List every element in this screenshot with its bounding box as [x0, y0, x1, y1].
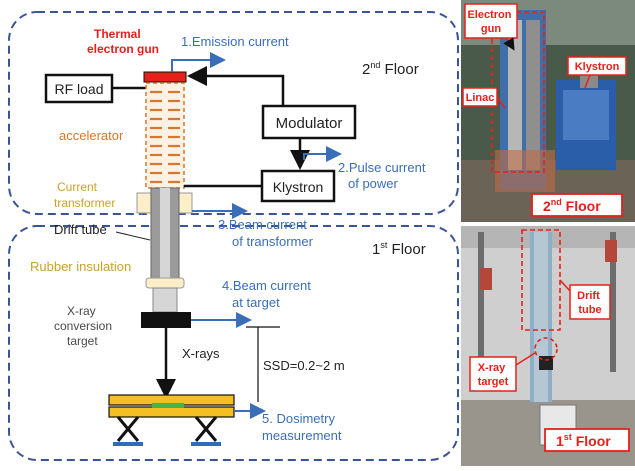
photo-top-linac-callout: Linac	[462, 87, 506, 109]
beam-transformer-label: 3.Beam current of transformer	[218, 217, 314, 249]
drift-tube-label: Drift tube	[54, 222, 107, 237]
photo-bottom-drift-tube-callout: Drift tube	[559, 279, 611, 320]
klystron-label: Klystron	[273, 179, 324, 195]
svg-text:X-ray target: X-ray target	[478, 362, 509, 388]
svg-text:Electron gun: Electron gun	[467, 9, 514, 35]
pulse-current-label: 2.Pulse current of power	[338, 160, 429, 191]
second-floor-label: 2nd Floor	[362, 60, 419, 78]
modulator-label: Modulator	[276, 115, 343, 132]
scissor-lift-left	[113, 416, 143, 446]
dosimetry-table-mid	[108, 406, 235, 418]
accelerator-cavities	[150, 90, 180, 184]
photo-top-floor-badge: 2nd Floor	[531, 193, 623, 217]
svg-text:Drift tube: Drift tube	[577, 290, 603, 316]
first-floor-frame	[8, 225, 459, 461]
svg-text:Linac: Linac	[466, 92, 495, 104]
modulator-to-gun-line	[187, 66, 285, 106]
first-floor-label: 1st Floor	[372, 240, 426, 258]
modulator-box	[261, 104, 357, 140]
photo-bottom-xray-target-callout: X-ray target	[469, 352, 536, 392]
photo-top-electron-gun-callout: Electron gun	[464, 3, 518, 51]
rf-load-box	[44, 73, 114, 104]
electron-gun-cathode	[143, 71, 187, 83]
drift-tube-pointer	[115, 231, 151, 241]
rubber-insulation-label: Rubber insulation	[30, 259, 131, 274]
rf-load-label: RF load	[54, 81, 103, 97]
pulse-current-arrow	[303, 146, 342, 162]
xray-target-label: X-ray conversion target	[54, 304, 115, 348]
ssd-label: SSD=0.2~2 m	[263, 358, 345, 373]
xray-target-block	[141, 312, 191, 328]
emission-current-label: 1.Emission current	[181, 34, 289, 49]
scissor-lift-right	[191, 416, 221, 446]
emission-current-arrow	[171, 52, 226, 72]
dosimetry-label: 5. Dosimetry measurement	[262, 411, 342, 443]
photo-top-klystron-callout: Klystron	[567, 56, 627, 89]
svg-text:Klystron: Klystron	[575, 61, 620, 73]
current-transformer-label: Current transformer	[54, 180, 115, 210]
dosimeter-strip	[152, 403, 184, 408]
svg-text:2nd Floor: 2nd Floor	[543, 197, 601, 214]
photo-bottom-target-marker	[534, 337, 558, 361]
rubber-insulation-ring	[145, 277, 185, 289]
electron-gun-label: Thermal electron gun	[87, 27, 159, 56]
beam-target-label: 4.Beam current at target	[222, 278, 315, 310]
photo-bottom-floor-badge: 1st Floor	[544, 428, 630, 452]
drift-tube-inner	[160, 188, 170, 278]
target-holder	[152, 287, 178, 313]
svg-text:1st Floor: 1st Floor	[556, 432, 611, 449]
accelerator-label: accelerator	[59, 128, 124, 143]
xrays-label: X-rays	[182, 346, 220, 361]
